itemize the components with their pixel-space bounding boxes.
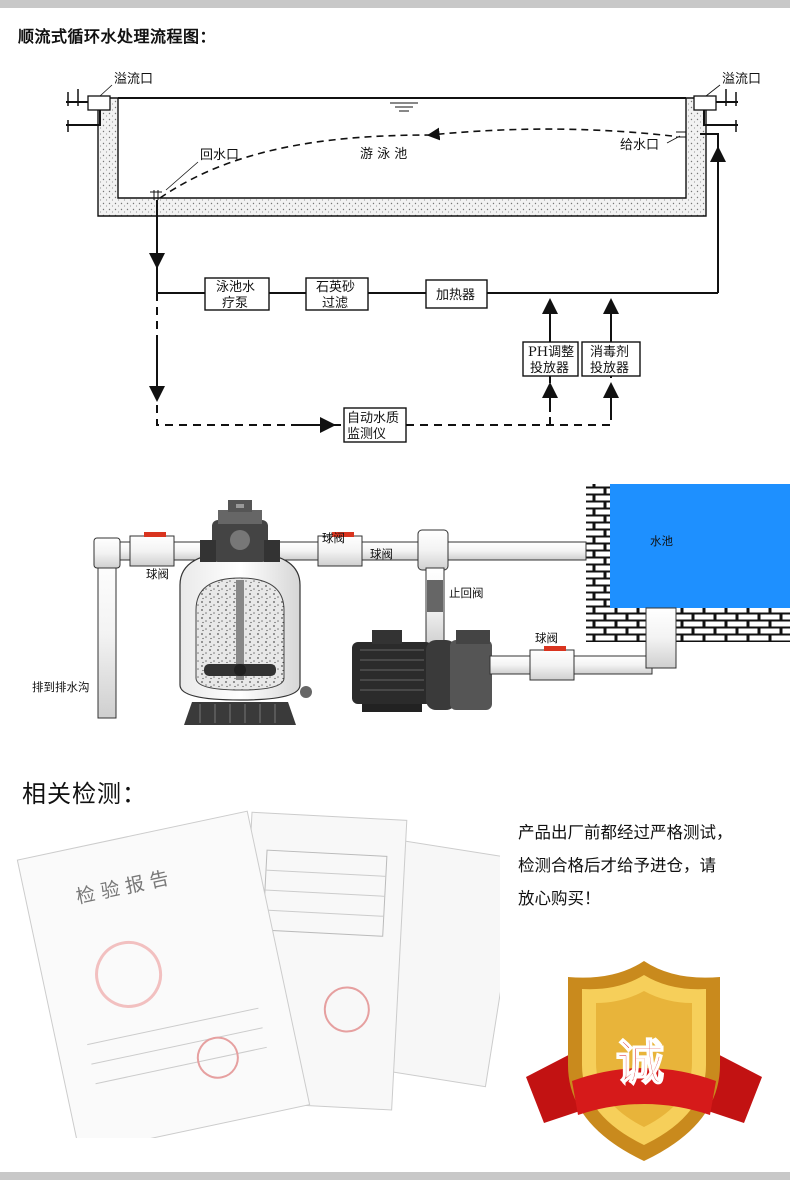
disinfectant-box <box>581 341 641 377</box>
ball-valve-left-handle <box>144 532 166 537</box>
sand-filter-label-1: 石英砂 <box>316 280 355 295</box>
overflow-right-label: 溢流口 <box>722 72 761 87</box>
ph-dispenser-label-2: 投放器 <box>530 360 569 376</box>
inspection-reports: 检 验 报 告 <box>16 810 500 1138</box>
pipe-supply <box>700 133 719 293</box>
return-inlet-label: 回水口 <box>200 148 239 163</box>
badge-char: 诚 <box>616 1035 664 1091</box>
return-inlet-fitting <box>150 190 162 200</box>
pump <box>352 630 492 712</box>
ph-dispenser-label-1: PH调整 <box>528 345 574 360</box>
bottom-divider <box>0 1172 790 1180</box>
pump-label-1: 泳池水 <box>216 280 255 295</box>
report-sheet-front: 检 验 报 告 <box>16 810 311 1138</box>
check-valve-label: 止回阀 <box>449 586 484 600</box>
heater-label: 加热器 <box>436 288 475 303</box>
pool-basin <box>97 97 707 217</box>
supply-inlet-label: 给水口 <box>620 138 659 153</box>
monitor-label-1: 自动水质 <box>347 411 399 426</box>
ball-valve-pump-label: 球阀 <box>535 631 558 645</box>
badge-ribbon-center <box>572 1068 716 1115</box>
ball-valve-top-label: 球阀 <box>322 531 345 545</box>
water-flow-curve <box>159 134 431 199</box>
pool-water-label: 水池 <box>650 534 673 548</box>
monitor-label-2: 监测仪 <box>347 427 386 442</box>
sand-filter-label-2: 过滤 <box>322 296 348 311</box>
drain-label: 排到排水沟 <box>32 680 90 694</box>
control-loop <box>156 293 344 426</box>
sand-filter-tank <box>179 551 312 725</box>
pump-label-2: 疗泵 <box>222 296 248 311</box>
pool-label: 游 泳 池 <box>360 147 407 162</box>
ball-valve-left-label: 球阀 <box>146 567 169 581</box>
inspection-description: 产品出厂前都经过严格测试， 检测合格后才给予进仓，请 放心购买！ <box>518 816 780 915</box>
ph-dispenser-box <box>522 341 579 377</box>
pump-box <box>204 277 270 311</box>
sand-filter-box <box>305 277 369 311</box>
ball-valve-top-handle <box>332 532 354 537</box>
overflow-left-label: 溢流口 <box>114 72 153 87</box>
honesty-badge: 诚 <box>526 961 762 1161</box>
overflow-right <box>693 89 738 132</box>
pipe-drain <box>97 549 117 719</box>
ball-valve-mid-label: 球阀 <box>370 547 393 561</box>
pool-water <box>610 484 790 608</box>
supply-inlet-fitting <box>676 131 686 138</box>
disinfectant-label-2: 投放器 <box>590 360 629 376</box>
top-divider <box>0 0 790 8</box>
inspection-description-line-3: 放心购买！ <box>518 889 601 908</box>
monitor-box <box>343 407 407 443</box>
inspection-description-line-2: 检测合格后才给予进仓，请 <box>518 856 716 875</box>
ball-valve-pump-handle <box>544 646 566 651</box>
flow-diagram: 溢流口 溢流口 游 泳 池 回水口 给水口 泳池水 疗泵 石英砂 过滤 <box>66 72 761 443</box>
heater-box <box>425 279 488 309</box>
water-level-mark <box>390 102 418 112</box>
page-title: 顺流式循环水处理流程图： <box>18 27 217 46</box>
multiport-valve <box>200 500 280 562</box>
overflow-left <box>66 89 111 132</box>
check-valve <box>427 580 443 612</box>
water-flow-curve-right <box>426 127 673 141</box>
disinfectant-label-1: 消毒剂 <box>590 345 629 360</box>
inspection-title: 相关检测： <box>22 780 147 808</box>
equipment-diagram: 水池 止回阀 排到排水沟 球阀 球阀 球阀 <box>32 484 790 725</box>
inspection-description-line-1: 产品出厂前都经过严格测试， <box>518 823 733 842</box>
